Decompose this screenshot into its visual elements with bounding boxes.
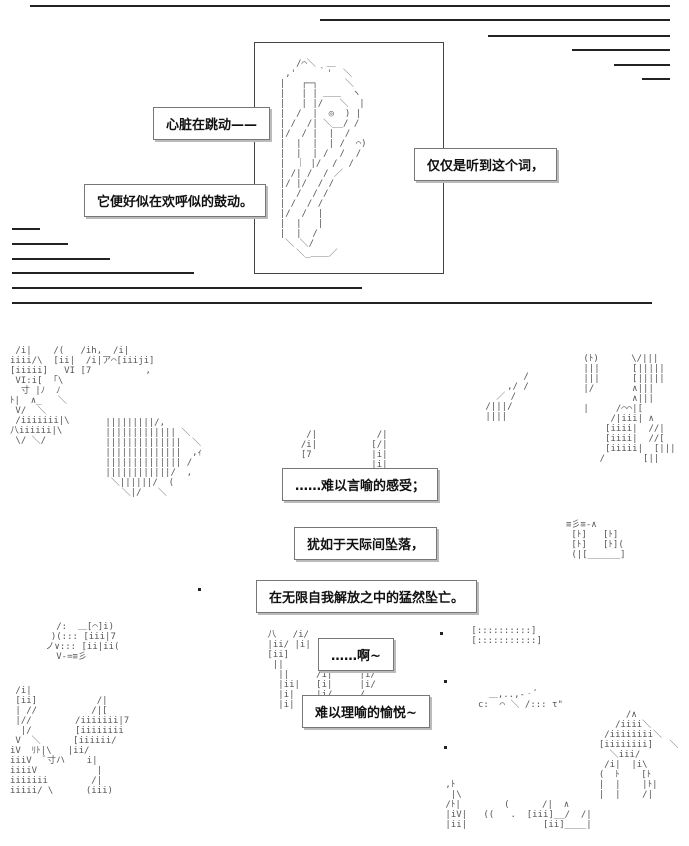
caption-falling: 犹如于天际间坠落， (294, 527, 438, 560)
dot-marker-3 (444, 746, 447, 749)
rule-left-2 (12, 243, 68, 245)
rule-right-1 (320, 19, 670, 21)
ascii-art-right-mid: ≡彡≡-∧ [ﾄ] [ﾄ] [ﾄ] [ﾄ]( (|[______] (566, 520, 626, 560)
rule-left-5 (12, 287, 362, 289)
rule-top-1 (30, 5, 670, 7)
rule-bottom-1 (12, 302, 652, 304)
caption-ah: ……啊~ (318, 638, 394, 671)
ascii-art-mid-figure: /| /| /i| [/| [7 |i| |i| (300, 430, 388, 470)
ascii-art-hat: [::::::::::] [:::::::::::] (471, 626, 542, 646)
caption-fierce-fall: 在无限自我解放之中的猛然坠亡。 (256, 580, 478, 613)
ascii-art-right-bottom: /∧ /iiii＼ /iiiiiiii＼ [iiiiiiii] ＼ ＼iii/ … (598, 710, 679, 800)
ascii-art-lower-left: /i| [ii] /| | // /|[ |// /iiiiiii|7 |/ [… (10, 686, 130, 796)
ascii-art-hair-strokes: / ,/ / ／ / /|||/ |||| (485, 372, 529, 422)
heart-illustration-frame: /⌒＼ ＿ ,' ｀' ＼ | ┌─┐ ＼ | | | ＿＿ ヽ | | |/ … (254, 42, 444, 274)
ascii-art-bottom-center: ,ﾄ |\ /ﾄ| ( /| ∧ |iV| (( . [iii]__/ /| |… (445, 780, 592, 830)
caption-cheering: 它便好似在欢呼似的鼓动。 (84, 184, 267, 217)
rule-right-4 (614, 64, 670, 66)
ascii-art-lower-mid: 八 /i/ |ii/ |i| [ii] || || /i| |i/ |ii| [… (267, 630, 376, 710)
rule-right-2 (488, 35, 670, 37)
rule-left-3 (12, 258, 110, 260)
caption-just-hearing: 仅仅是听到这个词， (414, 148, 558, 181)
ascii-art-mid-left: /: ＿[⌒]i) )(::: [iii|7 ノ∨::: [ii|ii( V-=… (45, 622, 120, 662)
dot-marker-2 (444, 680, 447, 683)
rule-right-5 (642, 78, 670, 80)
heart-ascii-art: /⌒＼ ＿ ,' ｀' ＼ | ┌─┐ ＼ | | | ＿＿ ヽ | | |/ … (279, 59, 367, 259)
ascii-art-hand: |||||||||/, ||||||||||||| ＼ ||||||||||||… (105, 418, 203, 498)
ascii-art-upper-left: /i| /( /ih, /i| iiii/\ [ii| /i|ア⌒[iiiji]… (10, 346, 155, 446)
dot-marker-1 (440, 632, 443, 635)
caption-indescribable: ……难以言喻的感受； (282, 468, 439, 501)
caption-pleasure: 难以理喻的愉悦~ (302, 695, 430, 728)
dot-marker-4 (198, 588, 201, 591)
rule-right-3 (572, 49, 670, 51)
ascii-art-swirl: ＿,..,-‐ﾞ c: ⌒ ＼ /::: τ" (478, 690, 563, 710)
ascii-art-upper-right: (ﾄ) \/||| ||| [||||| ||| [||||| |/ ∧||| … (583, 354, 676, 464)
caption-heart-beating: 心脏在跳动—— (153, 107, 271, 140)
rule-left-1 (12, 228, 40, 230)
rule-left-4 (12, 272, 194, 274)
